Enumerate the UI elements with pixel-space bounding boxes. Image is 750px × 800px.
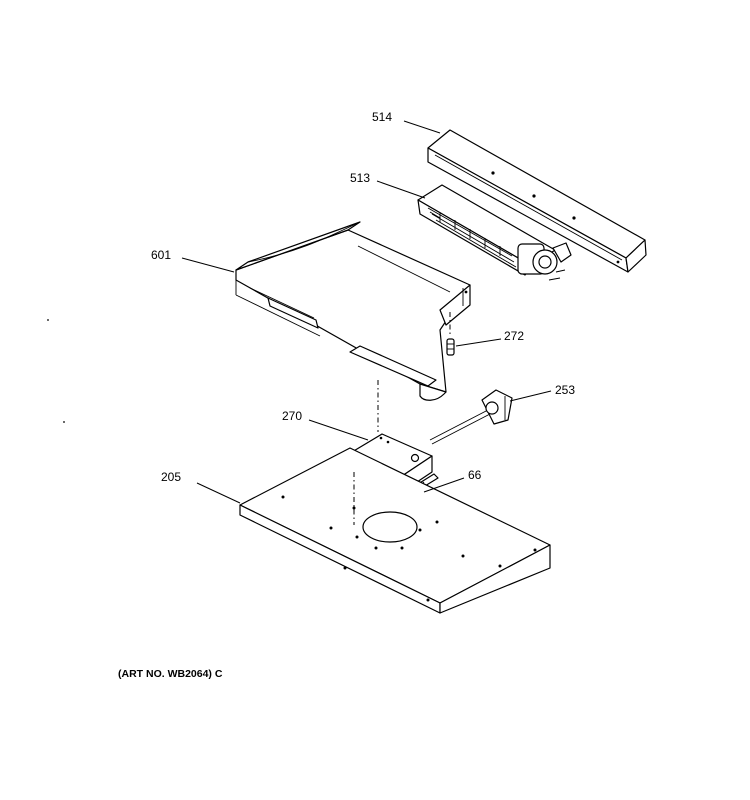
alignment-lines [353,312,451,525]
part-253-thermostat [429,389,513,445]
callout-272: 272 [504,329,524,343]
part-514-bracket [427,129,647,273]
stray-dot [47,319,49,321]
part-513-blower [417,184,572,281]
part-205-plate [239,447,551,614]
stray-dot [63,421,65,423]
callout-513: 513 [350,171,370,185]
callout-601: 601 [151,248,171,262]
callout-66: 66 [468,468,482,482]
art-number-caption: (ART NO. WB2064) C [118,668,223,680]
part-601-duct [235,221,471,401]
callout-270: 270 [282,409,302,423]
callout-205: 205 [161,470,181,484]
callout-253: 253 [555,383,575,397]
leader-lines [181,120,552,504]
callout-514: 514 [372,110,392,124]
part-272-sensor [446,338,455,356]
